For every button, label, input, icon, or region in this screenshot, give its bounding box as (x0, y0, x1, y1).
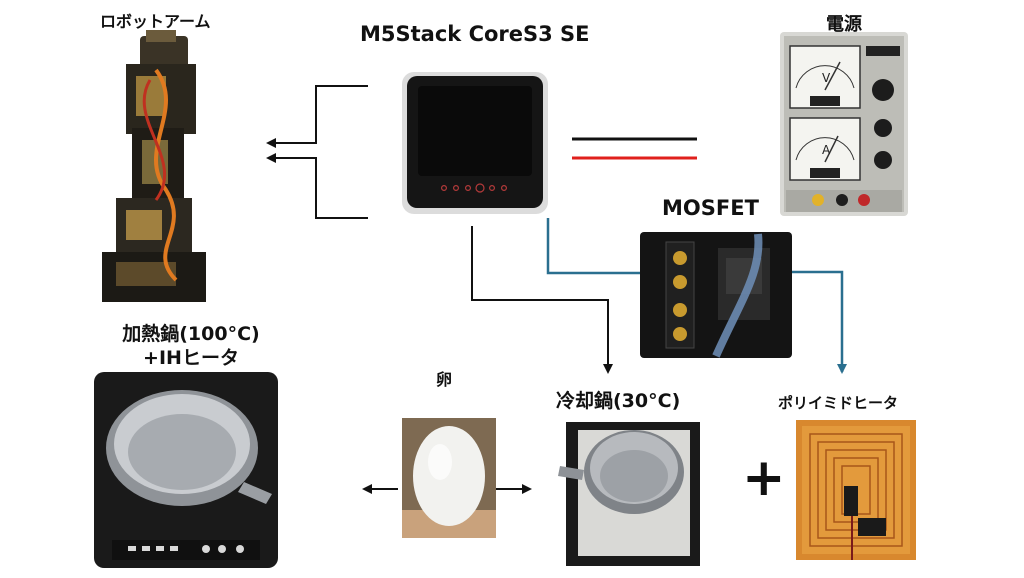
egg-image (402, 418, 496, 538)
mosfet-board-image (640, 232, 792, 358)
robot-arm-image (102, 30, 206, 302)
label-heating-pot-line2: +IHヒータ (143, 347, 239, 369)
wire-controller-to-arm-2 (266, 153, 368, 219)
wire-controller-to-mosfet (546, 218, 640, 275)
wire-controller-to-cooling-pot (471, 226, 613, 374)
label-controller: M5Stack CoreS3 SE (360, 22, 590, 46)
voltmeter-unit: V (822, 71, 831, 85)
ammeter-unit: A (822, 143, 831, 157)
label-heating-pot: 加熱鍋(100°C) +IHヒータ (96, 322, 286, 370)
plus-sign: + (742, 448, 786, 508)
power-supply-image: V A (780, 32, 908, 216)
label-robot-arm: ロボットアーム (100, 12, 211, 31)
label-heating-pot-line1: 加熱鍋(100°C) (122, 323, 260, 345)
cooling-pot-image (558, 422, 700, 566)
label-mosfet: MOSFET (662, 196, 759, 220)
m5stack-cores3-se-image (402, 72, 548, 214)
label-polyimide-heater: ポリイミドヒータ (778, 394, 899, 412)
wire-controller-to-arm (266, 85, 368, 148)
label-power-supply: 電源 (826, 14, 862, 35)
wire-mosfet-to-heater (792, 270, 847, 374)
label-cooling-pot: 冷却鍋(30°C) (556, 390, 681, 412)
heating-pot-ih-heater-image (94, 372, 278, 568)
label-egg: 卵 (436, 370, 453, 389)
polyimide-heater-image (796, 420, 916, 560)
